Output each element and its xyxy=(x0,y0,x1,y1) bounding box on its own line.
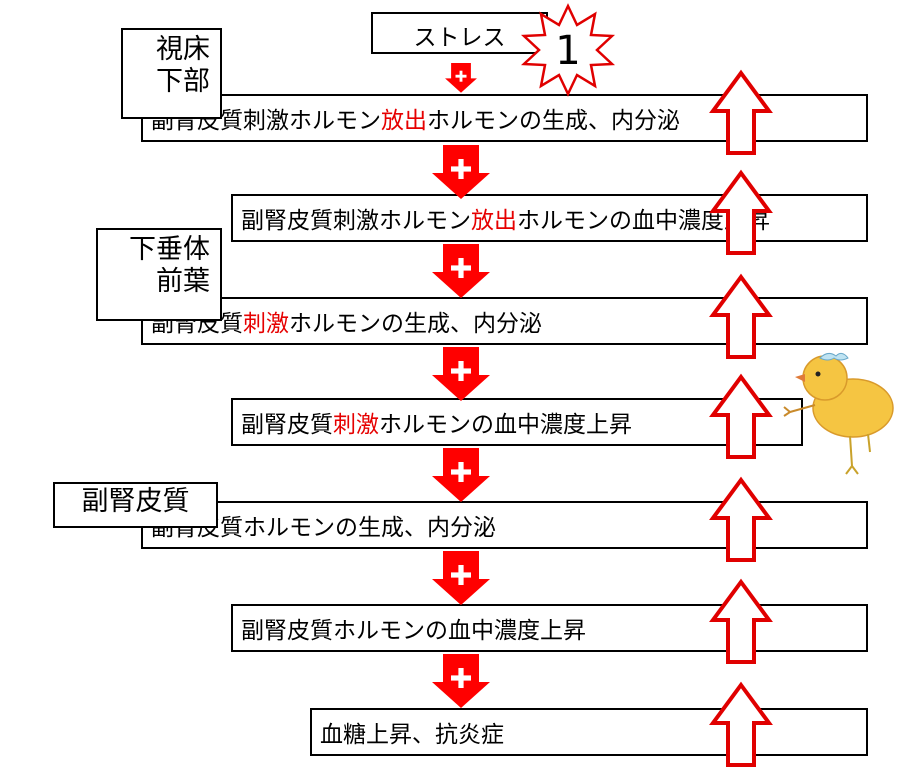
up-arrow-icon xyxy=(711,683,771,767)
up-arrow-icon xyxy=(711,171,771,255)
plus-arrow-icon xyxy=(432,145,490,199)
region-label-anterior-pituitary: 下垂体 前葉 xyxy=(96,228,222,321)
step-text-post: ホルモンの生成、内分泌 xyxy=(289,311,542,337)
up-arrow-icon xyxy=(711,375,771,459)
plus-arrow-icon xyxy=(432,448,490,502)
region-line-2: 下部 xyxy=(156,66,210,97)
region-line-1: 副腎皮質 xyxy=(81,486,190,517)
step-text-highlight: 放出 xyxy=(381,108,427,134)
up-arrow-icon xyxy=(711,275,771,359)
starburst-badge: 1 xyxy=(520,3,616,97)
plus-arrow-icon xyxy=(432,654,490,708)
up-arrow-icon xyxy=(711,71,771,155)
chick-icon xyxy=(783,352,894,475)
step-text: 副腎皮質ホルモンの血中濃度上昇 xyxy=(241,618,586,644)
badge-number: 1 xyxy=(555,28,580,74)
up-arrow-icon xyxy=(711,478,771,562)
step-text-highlight: 放出 xyxy=(471,208,517,234)
region-line-2: 前葉 xyxy=(156,266,210,297)
region-line-1: 視床 xyxy=(156,34,210,65)
step-text-post: ホルモンの血中濃度上昇 xyxy=(379,412,632,438)
plus-arrow-icon xyxy=(432,244,490,298)
up-arrow-icon xyxy=(711,580,771,664)
step-text-pre: 副腎皮質刺激ホルモン xyxy=(241,208,471,234)
region-line-1: 下垂体 xyxy=(129,234,210,265)
stress-label: ストレス xyxy=(413,25,506,51)
stress-box: ストレス xyxy=(371,12,548,54)
step-text-post: ホルモンの生成、内分泌 xyxy=(427,108,680,134)
step-box-7: 血糖上昇、抗炎症 xyxy=(310,708,868,756)
step-text-highlight: 刺激 xyxy=(243,311,289,337)
region-label-hypothalamus: 視床 下部 xyxy=(121,28,222,119)
plus-arrow-icon xyxy=(445,63,477,93)
plus-arrow-icon xyxy=(432,551,490,605)
step-text: 血糖上昇、抗炎症 xyxy=(320,722,504,748)
step-box-4: 副腎皮質刺激ホルモンの血中濃度上昇 xyxy=(231,398,803,446)
plus-arrow-icon xyxy=(432,347,490,401)
region-label-adrenal-cortex: 副腎皮質 xyxy=(53,482,218,528)
step-text-highlight: 刺激 xyxy=(333,412,379,438)
step-text-pre: 副腎皮質 xyxy=(241,412,333,438)
